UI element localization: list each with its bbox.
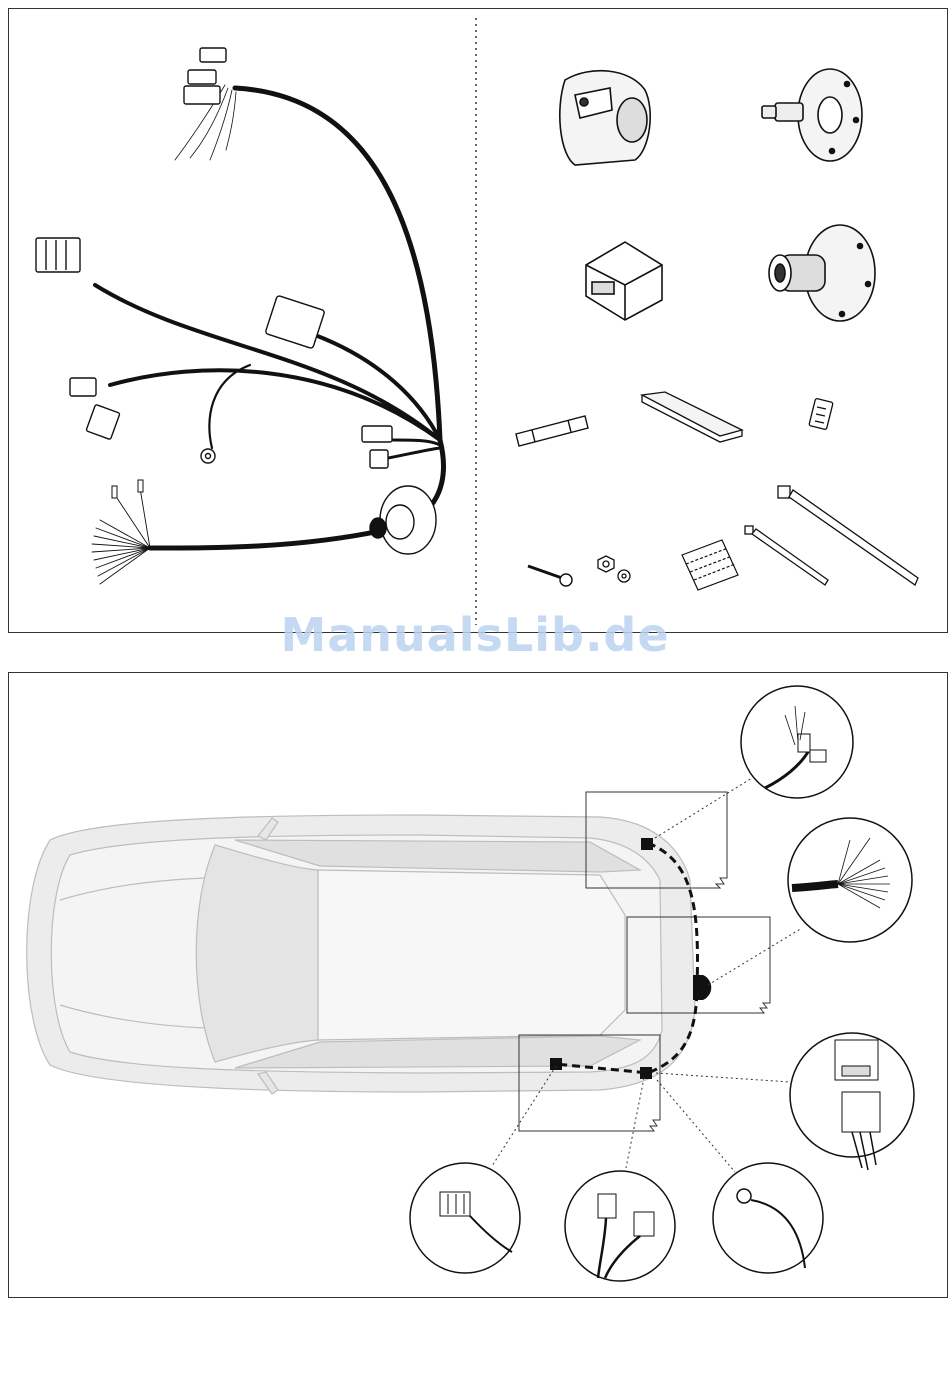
pin-terminals	[112, 480, 143, 498]
detail-socket-wire-bundle	[788, 818, 912, 942]
rubber-grommet-socket	[769, 225, 875, 321]
harness-connectors	[36, 48, 392, 468]
route-point-socket	[693, 975, 711, 1000]
large-cable-tie	[778, 486, 918, 585]
car-top-view	[27, 815, 695, 1094]
fuse	[516, 416, 588, 446]
screw	[528, 566, 572, 586]
detail-light-connector-right	[410, 1163, 520, 1273]
detail-control-module-connector	[790, 1033, 914, 1170]
detail-ground-ring-terminal	[713, 1163, 823, 1273]
socket-bracket	[762, 69, 862, 161]
trailer-socket-13pin	[560, 71, 650, 165]
small-cable-tie	[745, 526, 828, 585]
route-point-module	[550, 1058, 562, 1070]
adhesive-pads	[682, 540, 738, 590]
detail-rear-light-plug	[565, 1171, 675, 1281]
route-point-rear-left	[641, 838, 653, 850]
foam-strip	[642, 392, 742, 442]
detail-rear-light-connector-left	[741, 686, 853, 798]
watermark: ManualsLib.de	[0, 608, 950, 662]
nut-and-washer	[598, 556, 630, 582]
connector-clip	[809, 398, 833, 430]
harness-grommet	[370, 486, 436, 554]
route-point-rear-right	[640, 1067, 652, 1079]
control-module	[586, 242, 662, 320]
